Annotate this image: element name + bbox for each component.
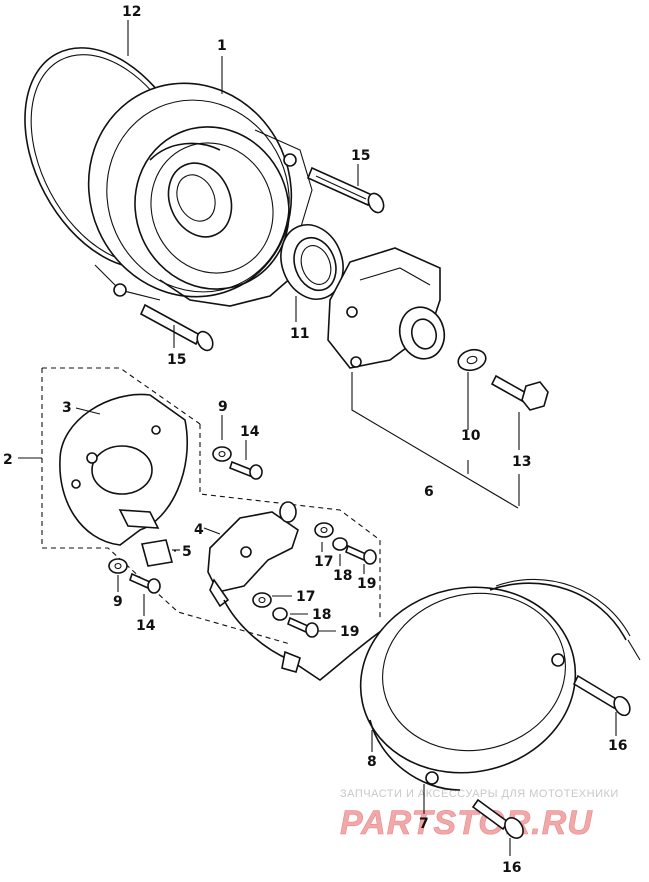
watermark: ЗАПЧАСТИ И АКСЕССУАРЫ ДЛЯ МОТОТЕХНИКИ PA… xyxy=(340,788,619,842)
watermark-tagline: ЗАПЧАСТИ И АКСЕССУАРЫ ДЛЯ МОТОТЕХНИКИ xyxy=(340,788,619,800)
part-11-oil-seal xyxy=(280,224,344,300)
label-6: 6 xyxy=(424,484,434,500)
part-18-washer-upper xyxy=(332,537,348,551)
part-18-washer-lower xyxy=(272,607,288,621)
label-7: 7 xyxy=(419,816,429,832)
label-8: 8 xyxy=(367,754,377,770)
part-9-washer-lower xyxy=(108,558,128,574)
label-14-upper: 14 xyxy=(240,424,260,440)
label-2: 2 xyxy=(3,452,13,468)
label-18-upper: 18 xyxy=(333,568,352,584)
label-17-lower: 17 xyxy=(296,589,315,605)
part-1-housing xyxy=(87,82,313,307)
label-19-upper: 19 xyxy=(357,576,376,592)
label-11: 11 xyxy=(290,326,309,342)
label-10: 10 xyxy=(461,428,481,444)
label-16-lower: 16 xyxy=(502,860,521,876)
leader-lines-6 xyxy=(351,372,520,509)
part-number-labels: 12 1 15 11 15 3 9 14 10 13 2 6 4 5 17 18… xyxy=(3,4,627,876)
label-18-lower: 18 xyxy=(312,607,331,623)
label-16-upper: 16 xyxy=(608,738,627,754)
label-4: 4 xyxy=(194,522,204,538)
part-10-washer xyxy=(457,348,487,372)
part-14-screw-upper xyxy=(229,460,263,480)
label-9-lower: 9 xyxy=(113,594,123,610)
label-19-lower: 19 xyxy=(340,624,359,640)
part-15-screw-lower xyxy=(139,303,214,352)
label-5: 5 xyxy=(182,544,192,560)
part-6-housing xyxy=(327,247,446,369)
label-3: 3 xyxy=(62,400,72,416)
label-15-upper: 15 xyxy=(351,148,370,164)
watermark-brand: PARTSTOR.RU xyxy=(340,804,593,842)
part-8-cover xyxy=(359,579,641,791)
label-1: 1 xyxy=(217,38,227,54)
part-16-screw-upper xyxy=(572,674,631,717)
part-4-contact-breaker xyxy=(207,501,386,681)
label-9-upper: 9 xyxy=(218,399,228,415)
label-14-lower: 14 xyxy=(136,618,156,634)
part-17-washer-lower xyxy=(252,592,272,608)
part-15-screw-upper xyxy=(306,166,385,214)
label-17-upper: 17 xyxy=(314,554,333,570)
label-13: 13 xyxy=(512,454,531,470)
part-9-washer-upper xyxy=(212,446,232,462)
part-17-washer-upper xyxy=(314,522,334,538)
part-3-base-plate xyxy=(59,393,189,546)
part-16-screw-lower xyxy=(471,798,524,839)
part-19-screw-lower xyxy=(287,616,319,638)
group-2-enclosure xyxy=(18,367,381,645)
label-15-lower: 15 xyxy=(167,352,186,368)
part-5-condenser xyxy=(140,539,180,567)
leader-lines xyxy=(75,20,617,856)
part-19-screw-upper xyxy=(345,544,377,565)
part-14-screw-lower xyxy=(129,572,161,594)
label-12: 12 xyxy=(122,4,141,20)
part-13-bolt xyxy=(490,374,549,411)
